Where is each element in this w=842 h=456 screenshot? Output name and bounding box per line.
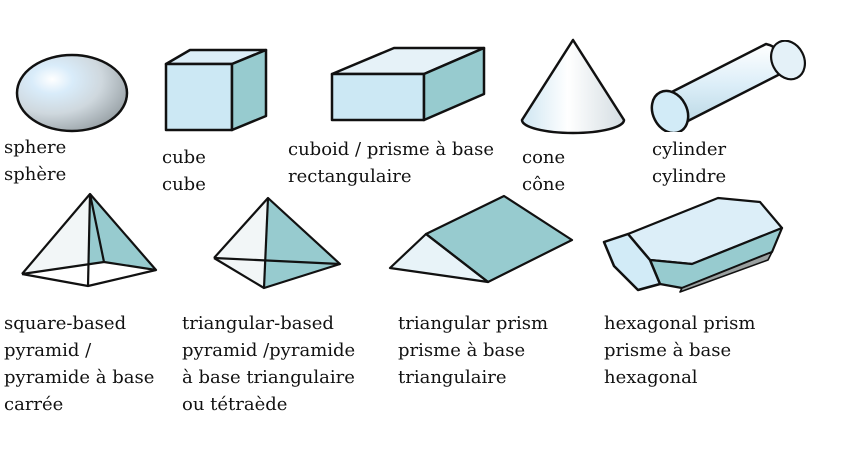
label-line: cube: [162, 147, 206, 168]
cone-icon: [520, 38, 626, 135]
label-line: prisme à base: [604, 340, 732, 361]
label-line: cuboid / prisme à base: [288, 139, 494, 160]
label-line: hexagonal: [604, 367, 698, 388]
triangular-prism-label: triangular prism prisme à base triangula…: [398, 310, 548, 391]
label-line: hexagonal prism: [604, 313, 756, 334]
label-line: triangular prism: [398, 313, 549, 334]
label-line: cube: [162, 174, 206, 195]
label-line: pyramide à base: [4, 367, 155, 388]
sphere-label: sphere sphère: [4, 134, 66, 188]
label-line: rectangulaire: [288, 166, 412, 187]
label-line: sphere: [4, 137, 67, 158]
label-line: cone: [522, 147, 566, 168]
label-line: pyramid /pyramide: [182, 340, 356, 361]
cylinder-icon: [650, 40, 807, 132]
square-pyramid-icon: [21, 192, 158, 288]
label-line: sphère: [4, 164, 67, 185]
label-line: à base triangulaire: [182, 367, 355, 388]
hexagonal-prism-icon: [602, 196, 784, 293]
cube-label: cube cube: [162, 144, 206, 198]
cube-icon: [164, 48, 268, 132]
square-pyramid-label: square-based pyramid / pyramide à base c…: [4, 310, 154, 418]
hexagonal-prism-label: hexagonal prism prisme à base hexagonal: [604, 310, 755, 391]
cuboid-icon: [330, 46, 486, 122]
sphere-icon: [15, 53, 129, 133]
label-line: square-based: [4, 313, 127, 334]
triangular-prism-icon: [388, 194, 574, 284]
label-line: cylinder: [652, 139, 727, 160]
label-line: cône: [522, 174, 566, 195]
cylinder-label: cylinder cylindre: [652, 136, 726, 190]
tetrahedron-icon: [213, 196, 342, 290]
label-line: triangular-based: [182, 313, 334, 334]
label-line: carrée: [4, 394, 64, 415]
label-line: ou tétraède: [182, 394, 288, 415]
label-line: pyramid /: [4, 340, 92, 361]
triangular-pyramid-label: triangular-based pyramid /pyramide à bas…: [182, 310, 355, 418]
label-line: prisme à base: [398, 340, 526, 361]
label-line: triangulaire: [398, 367, 507, 388]
cuboid-label: cuboid / prisme à base rectangulaire: [288, 136, 494, 190]
cone-label: cone cône: [522, 144, 565, 198]
label-line: cylindre: [652, 166, 727, 187]
